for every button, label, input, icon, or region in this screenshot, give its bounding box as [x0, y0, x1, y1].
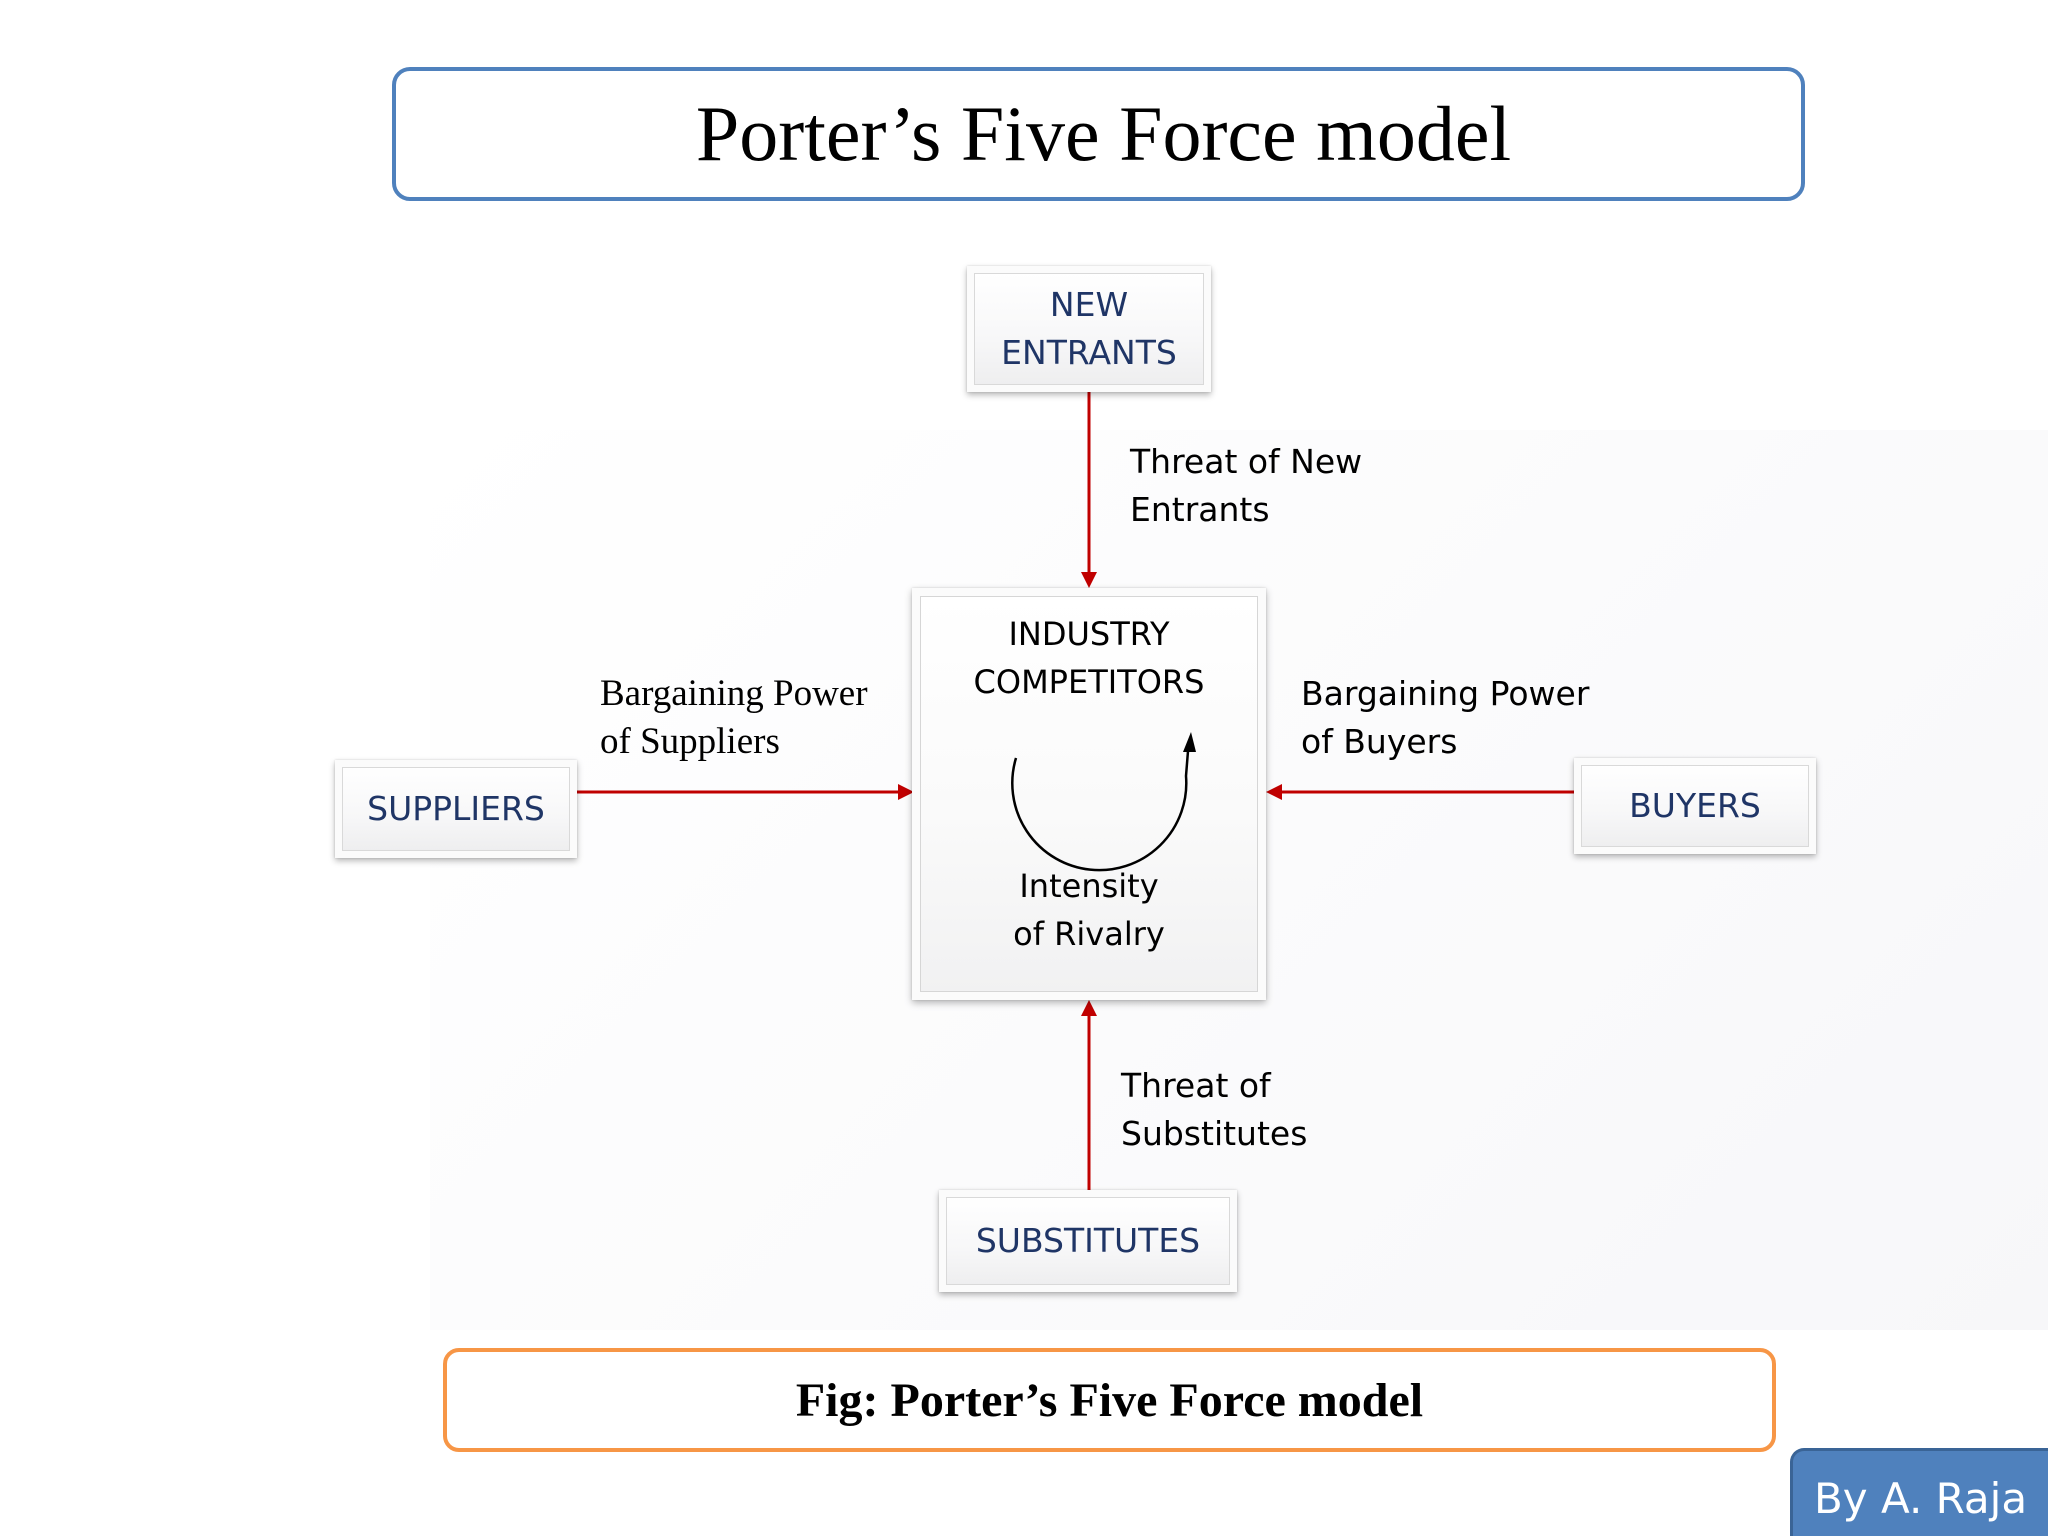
node-substitutes-label: SUBSTITUTES: [975, 1221, 1201, 1260]
node-buyers: BUYERS: [1574, 758, 1816, 854]
caption-box: Fig: Porter’s Five Force model: [443, 1348, 1776, 1452]
center-subtitle-line1: Intensity: [1019, 867, 1159, 905]
label-threat-substitutes: Threat of Substitutes: [1121, 1062, 1307, 1158]
arrowhead-buyers: [1266, 784, 1282, 800]
node-suppliers: SUPPLIERS: [335, 760, 577, 858]
page-title: Porter’s Five Force model: [695, 90, 1512, 177]
center-title-line1: INDUSTRY: [1008, 615, 1170, 653]
node-new-entrants-line2: ENTRANTS: [1001, 333, 1177, 372]
figure-caption: Fig: Porter’s Five Force model: [795, 1373, 1424, 1427]
node-suppliers-label: SUPPLIERS: [367, 789, 545, 828]
node-substitutes: SUBSTITUTES: [939, 1190, 1237, 1292]
label-threat-new-entrants: Threat of New Entrants: [1130, 438, 1362, 534]
author-label: By A. Raja: [1813, 1474, 2028, 1523]
title-box: Porter’s Five Force model: [392, 67, 1805, 201]
label-bargaining-suppliers-line2: of Suppliers: [600, 721, 780, 762]
label-bargaining-suppliers-line1: Bargaining Power: [600, 673, 868, 714]
arrowhead-substitutes: [1081, 1000, 1097, 1016]
center-title: INDUSTRY COMPETITORS: [920, 610, 1258, 706]
label-bargaining-buyers-line2: of Buyers: [1301, 722, 1458, 761]
label-threat-substitutes-line2: Substitutes: [1121, 1114, 1308, 1153]
author-badge: By A. Raja: [1790, 1448, 2048, 1536]
arrowhead-suppliers: [898, 784, 914, 800]
rivalry-cycle-icon: [1011, 732, 1196, 872]
arrowhead-new-entrants: [1081, 572, 1097, 588]
label-threat-new-entrants-line2: Entrants: [1130, 490, 1270, 529]
label-bargaining-buyers: Bargaining Power of Buyers: [1301, 670, 1589, 766]
node-buyers-label: BUYERS: [1629, 786, 1761, 825]
center-title-line2: COMPETITORS: [973, 663, 1205, 701]
label-threat-new-entrants-line1: Threat of New: [1130, 442, 1363, 481]
label-bargaining-suppliers: Bargaining Power of Suppliers: [600, 670, 868, 766]
center-subtitle-line2: of Rivalry: [1013, 915, 1165, 953]
label-bargaining-buyers-line1: Bargaining Power: [1301, 674, 1590, 713]
node-industry-competitors: INDUSTRY COMPETITORS Intensity of Rivalr…: [912, 588, 1266, 1000]
center-subtitle: Intensity of Rivalry: [920, 862, 1258, 958]
node-new-entrants-line1: NEW: [1049, 285, 1129, 324]
node-new-entrants: NEW ENTRANTS: [967, 266, 1211, 392]
label-threat-substitutes-line1: Threat of: [1121, 1066, 1271, 1105]
